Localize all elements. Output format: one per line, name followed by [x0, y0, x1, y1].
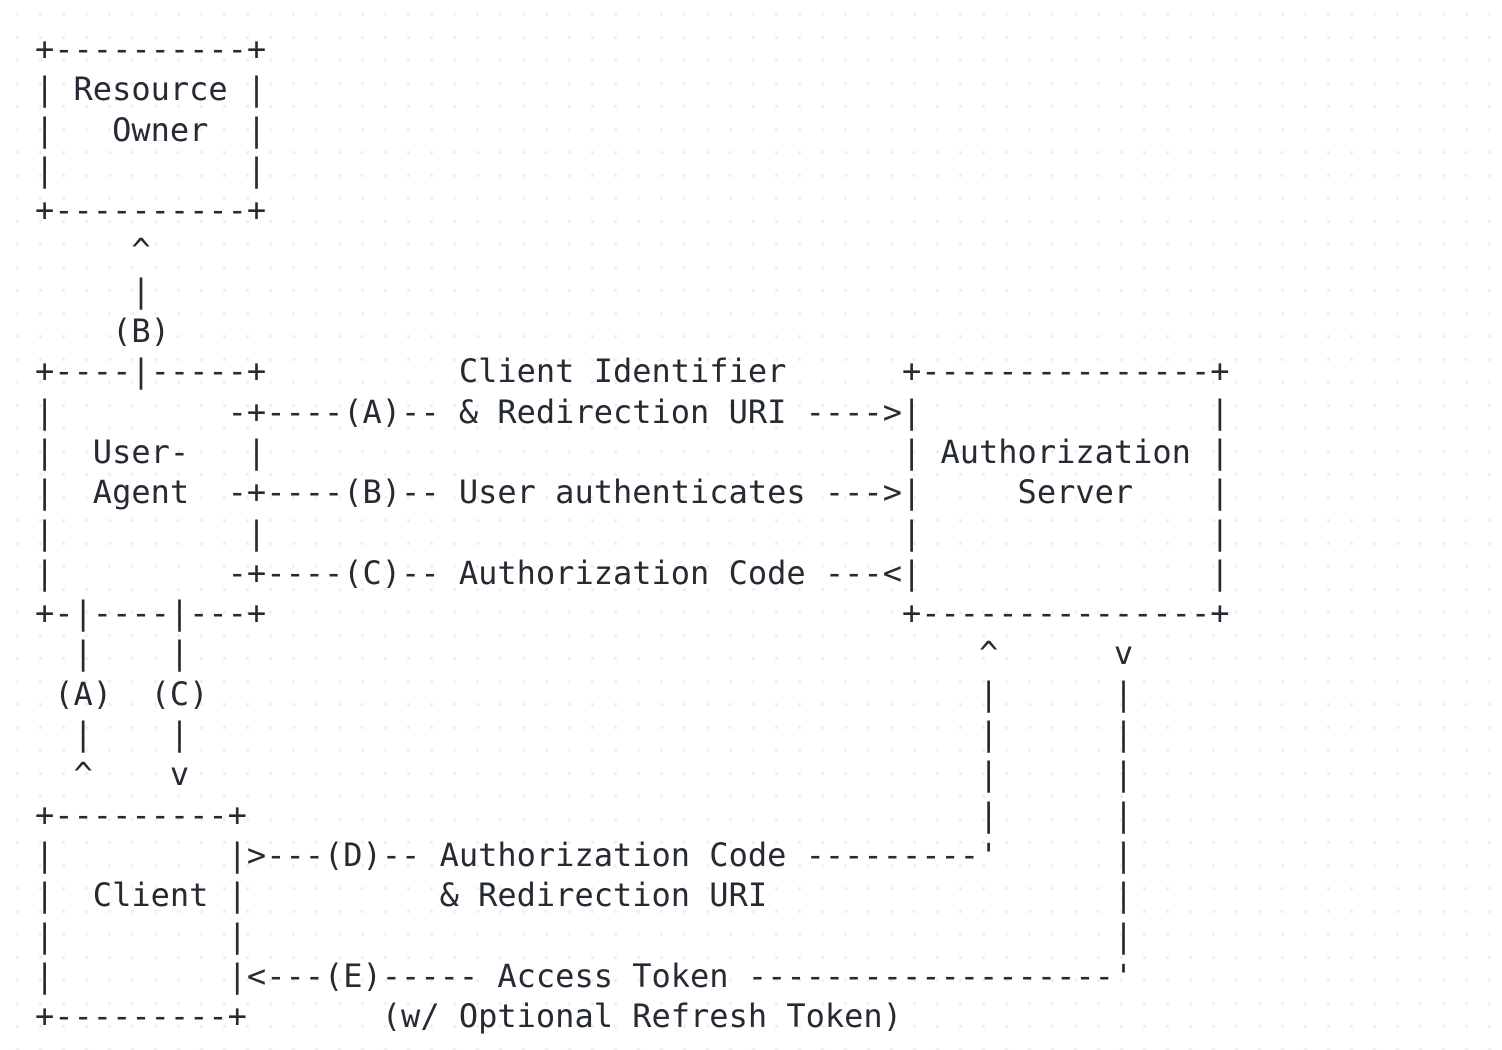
oauth-authorization-code-flow-diagram: +----------+ | Resource | | Owner | | | …	[35, 30, 1230, 1036]
